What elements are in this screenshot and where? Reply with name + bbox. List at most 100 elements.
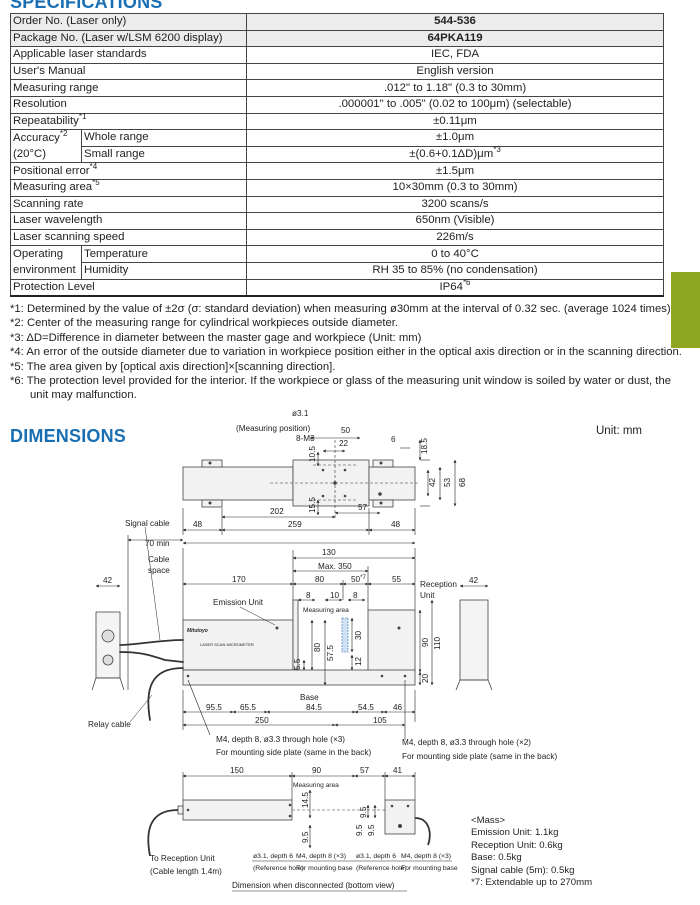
- dim-label: 10: [330, 591, 340, 600]
- spec-value: 64PKA119: [246, 29, 664, 48]
- top-view-drawing: ø3.1 (Measuring position) 8-M3 50 22 6 1…: [182, 409, 467, 535]
- spec-label: Package No. (Laser w/LSM 6200 display): [10, 29, 247, 48]
- mount-hole-icon: [390, 804, 394, 808]
- dim-label: 130: [322, 548, 336, 557]
- dim-label: For mounting base: [296, 865, 353, 872]
- dim-label: 9.5: [367, 824, 376, 836]
- dim-label: 90: [421, 637, 430, 647]
- spec-value: ±(0.6+0.1ΔD)μm*3: [246, 146, 664, 164]
- spec-label: Resolution: [10, 95, 247, 114]
- mount-hole-icon: [288, 803, 292, 807]
- dim-label: Cable: [148, 555, 170, 564]
- dim-label: 54.5: [358, 703, 374, 712]
- dim-label: Measuring area: [303, 607, 349, 614]
- list-item: Reception Unit: 0.6kg: [471, 839, 563, 851]
- dim-label: M4, depth 8 (×3): [401, 853, 451, 860]
- dimension-drawings: ø3.1 (Measuring position) 8-M3 50 22 6 1…: [88, 409, 557, 892]
- spec-value: ±0.11μm: [246, 112, 664, 131]
- spec-value: English version: [246, 62, 664, 81]
- table-row: Repeatability*1 ±0.11μm: [10, 112, 664, 131]
- footnote: *1: Determined by the value of ±2σ (σ: s…: [10, 303, 674, 315]
- dim-label: (Measuring position): [236, 424, 310, 433]
- list-item: *7: Extendable up to 270mm: [471, 877, 593, 889]
- dim-label: 8: [353, 591, 358, 600]
- dim-label: 41: [393, 766, 403, 775]
- mount-hole-icon: [406, 804, 410, 808]
- table-row: (20°C) Small range ±(0.6+0.1ΔD)μm*3: [10, 145, 664, 164]
- spec-label: Applicable laser standards: [10, 46, 247, 64]
- dim-label: 150: [230, 766, 244, 775]
- dim-label: 170: [232, 575, 246, 584]
- list-item: Base: 0.5kg: [471, 852, 522, 864]
- spec-value: 10×30mm (0.3 to 30mm): [246, 178, 664, 197]
- list-item: Emission Unit: 1.1kg: [471, 827, 559, 839]
- dim-label: 42: [103, 576, 113, 585]
- spec-label: Laser wavelength: [10, 212, 247, 230]
- mount-hole-icon: [397, 626, 401, 630]
- dim-label: Reception: [420, 580, 457, 589]
- dim-label: Base: [300, 693, 319, 702]
- dim-label: 22: [339, 439, 349, 448]
- dim-label: Signal cable: [125, 519, 170, 528]
- dim-label: 8-M3: [296, 434, 315, 443]
- dim-label: 42: [469, 576, 479, 585]
- footnote: *5: The area given by [optical axis dire…: [10, 360, 336, 373]
- dim-label: 90: [312, 766, 322, 775]
- dim-label: ø3.1, depth 6: [356, 853, 396, 860]
- dim-label: Measuring area: [293, 782, 339, 789]
- measuring-area-marker: [341, 617, 349, 653]
- mount-hole-icon: [275, 626, 279, 630]
- dim-label: 12: [354, 656, 363, 666]
- dim-label: Relay cable: [88, 720, 131, 729]
- spec-label: Laser scanning speed: [10, 228, 247, 247]
- dim-label: Emission Unit: [213, 598, 264, 607]
- table-row: Positional error*4 ±1.5μm: [10, 162, 664, 180]
- table-row: Protection Level IP64*6: [10, 278, 664, 298]
- dim-label: space: [148, 566, 170, 575]
- spec-label: Repeatability*1: [10, 113, 247, 131]
- dim-label: M4, depth 8 (×3): [296, 853, 346, 860]
- footnote: *2: Center of the measuring range for cy…: [10, 317, 399, 330]
- relay-cable: [147, 667, 184, 721]
- mount-hole-icon: [186, 674, 190, 678]
- dim-label: M4, depth 8, ø3.3 through hole (×2): [402, 738, 531, 747]
- spec-value: 226m/s: [246, 228, 664, 247]
- mass-list: <Mass> Emission Unit: 1.1kg Reception Un…: [471, 815, 592, 889]
- list-item: Signal cable (5m): 0.5kg: [471, 864, 575, 876]
- table-row: Accuracy*2 Whole range ±1.0μm: [10, 129, 664, 147]
- dim-label: M4, depth 8, ø3.3 through hole (×3): [216, 735, 345, 744]
- spec-sublabel: Whole range: [81, 129, 247, 147]
- spec-label: Order No. (Laser only): [10, 13, 247, 31]
- spec-label: Measuring area*5: [10, 179, 247, 197]
- mount-hole-icon: [380, 674, 384, 678]
- dim-label: 80: [313, 642, 322, 652]
- dim-label: 10.5: [308, 446, 317, 462]
- dim-label: 5.5: [293, 658, 302, 670]
- spec-label: Protection Level: [10, 278, 247, 298]
- bottom-view-caption: Dimension when disconnected (bottom view…: [232, 881, 395, 890]
- spec-value: ±1.5μm: [246, 162, 664, 180]
- dim-label: For mounting side plate (same in the bac…: [402, 752, 557, 761]
- spec-value: ±1.0μm: [246, 129, 664, 147]
- spec-label: environment: [10, 262, 82, 280]
- dim-label: 42: [428, 477, 437, 487]
- spec-value: RH 35 to 85% (no condensation): [246, 261, 664, 280]
- dim-label: (Reference hole): [253, 865, 304, 872]
- dim-label: 9.5: [355, 824, 364, 836]
- spec-sublabel: Small range: [81, 145, 247, 164]
- mount-hole-icon: [288, 814, 292, 818]
- table-row: Order No. (Laser only) 544-536: [10, 13, 664, 31]
- spec-value: .012" to 1.18" (0.3 to 30mm): [246, 79, 664, 97]
- dimensions-title: DIMENSIONS: [10, 426, 127, 446]
- unit-label: Unit: mm: [596, 425, 642, 437]
- bottom-view-drawing: 150 90 57 41 Measuring area 14.5 9.5 9.5…: [147, 766, 458, 892]
- spec-sublabel: Humidity: [81, 261, 247, 280]
- table-row: Measuring range .012" to 1.18" (0.3 to 3…: [10, 79, 664, 97]
- dim-label: 48: [391, 520, 401, 529]
- dim-label: 9.5: [301, 831, 310, 843]
- dim-label: 202: [270, 507, 284, 516]
- dim-label: 110: [433, 637, 442, 650]
- table-row: Scanning rate 3200 scans/s: [10, 195, 664, 214]
- section-side-tab: [671, 272, 700, 348]
- dim-label: 18.5: [420, 438, 429, 454]
